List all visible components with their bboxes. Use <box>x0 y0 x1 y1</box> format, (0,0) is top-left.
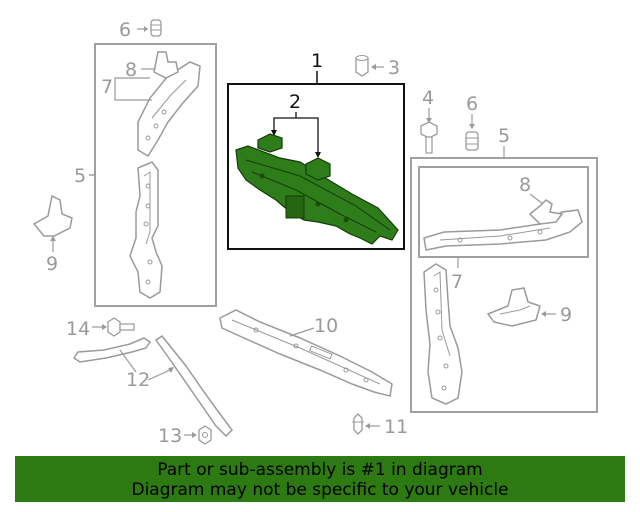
callout-3: 3 <box>388 57 400 79</box>
part-12: 12 <box>72 334 233 438</box>
highlight-group: 1 2 <box>227 50 405 250</box>
callout-8-left: 8 <box>125 59 137 81</box>
info-banner: Part or sub-assembly is #1 in diagram Di… <box>15 456 625 502</box>
right-inner-box <box>418 166 589 258</box>
part-14: 14 <box>66 317 135 340</box>
part-13: 13 <box>158 425 212 447</box>
part-4: 4 <box>420 87 438 154</box>
callout-9-left: 9 <box>46 253 58 275</box>
upper-side-bracket-left <box>137 61 201 158</box>
part-10: 10 <box>219 309 393 397</box>
callout-10: 10 <box>314 315 338 337</box>
part-3: 3 <box>355 55 400 79</box>
left-support-group: 5 7 8 <box>74 43 217 307</box>
highlight-box <box>227 83 405 250</box>
brace-left <box>72 337 152 363</box>
bracket-2-right <box>305 157 331 181</box>
callout-7-left: 7 <box>101 76 113 98</box>
callout-1: 1 <box>311 50 323 72</box>
small-bracket-left <box>153 51 179 79</box>
callout-13: 13 <box>158 425 182 447</box>
side-member-left <box>129 161 163 299</box>
small-bracket-right <box>528 199 564 225</box>
bracket-2-left <box>257 133 283 153</box>
brace-right <box>154 334 233 438</box>
upper-side-bracket-right <box>423 209 583 251</box>
callout-2: 2 <box>289 91 301 113</box>
callout-11: 11 <box>384 416 408 438</box>
callout-4: 4 <box>422 87 434 109</box>
part-6-right: 6 <box>465 93 479 151</box>
callout-5-left: 5 <box>74 165 86 187</box>
callout-8-right: 8 <box>519 174 531 196</box>
right-support-group: 5 8 7 <box>410 125 598 413</box>
part-6-top: 6 <box>119 19 162 41</box>
banner-line-2: Diagram may not be specific to your vehi… <box>131 480 509 500</box>
part-9-left: 9 <box>32 194 73 275</box>
callout-5-right: 5 <box>498 125 510 147</box>
part-11: 11 <box>352 413 408 438</box>
callout-9-right: 9 <box>560 304 572 326</box>
callout-6-right: 6 <box>466 93 478 115</box>
callout-14: 14 <box>66 318 90 340</box>
right-assembly-box <box>410 157 598 413</box>
callout-6-top: 6 <box>119 19 131 41</box>
banner-line-1: Part or sub-assembly is #1 in diagram <box>157 460 483 480</box>
callout-12: 12 <box>126 369 150 391</box>
part-9-right: 9 <box>486 287 572 327</box>
callout-7-right: 7 <box>451 271 463 293</box>
lower-cross-member <box>219 309 393 397</box>
